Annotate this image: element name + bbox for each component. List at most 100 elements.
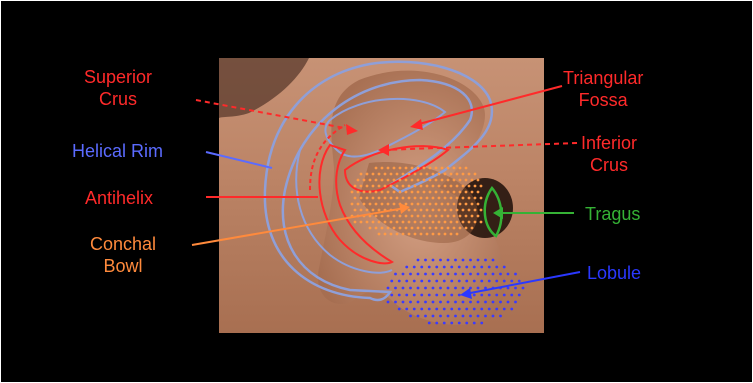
lobule-dot (477, 301, 480, 304)
lobule-dot (402, 301, 405, 304)
conchal-bowl-dot (399, 227, 402, 230)
conchal-bowl-dot (477, 203, 480, 206)
conchal-bowl-dot (441, 215, 444, 218)
conchal-bowl-dot (369, 203, 372, 206)
conchal-bowl-dot (456, 221, 459, 224)
conchal-bowl-dot (420, 233, 423, 236)
conchal-bowl-dot (387, 203, 390, 206)
conchal-bowl-dot (459, 179, 462, 182)
conchal-bowl-dot (438, 221, 441, 224)
conchal-bowl-dot (384, 173, 387, 176)
conchal-bowl-dot (390, 233, 393, 236)
conchal-bowl-dot (405, 227, 408, 230)
lobule-dot (514, 301, 517, 304)
lobule-dot (514, 273, 517, 276)
conchal-bowl-dot (450, 173, 453, 176)
conchal-bowl-dot (357, 203, 360, 206)
lobule-dot (417, 273, 420, 276)
conchal-bowl-dot (432, 233, 435, 236)
conchal-bowl-dot (444, 173, 447, 176)
lobule-dot (443, 294, 446, 297)
lobule-dot (409, 301, 412, 304)
lobule-dot (447, 273, 450, 276)
conchal-bowl-dot (477, 179, 480, 182)
conchal-bowl-dot (471, 179, 474, 182)
lobule-dot (447, 287, 450, 290)
lobule-dot (424, 287, 427, 290)
conchal-bowl-dot (480, 209, 483, 212)
lobule-dot (420, 294, 423, 297)
conchal-bowl-dot (405, 215, 408, 218)
conchal-bowl-dot (438, 197, 441, 200)
lobule-dot (417, 287, 420, 290)
lobule-dot (387, 287, 390, 290)
conchal-bowl-dot (396, 221, 399, 224)
conchal-bowl-dot (453, 179, 456, 182)
lobule-dot (484, 301, 487, 304)
conchal-bowl-dot (402, 233, 405, 236)
conchal-bowl-dot (414, 221, 417, 224)
conchal-bowl-dot (369, 227, 372, 230)
lobule-dot (424, 259, 427, 262)
conchal-bowl-dot (354, 209, 357, 212)
lobule-dot (462, 259, 465, 262)
superior-crus-leader (196, 100, 355, 130)
conchal-bowl-dot (420, 221, 423, 224)
conchal-bowl-dot (420, 209, 423, 212)
conchal-bowl-dot (432, 221, 435, 224)
helical-rim-outline (265, 62, 492, 300)
label-conchal-bowl: Conchal Bowl (90, 233, 156, 277)
lobule-dot (398, 280, 401, 283)
conchal-bowl-dot (456, 233, 459, 236)
lobule-dot (473, 266, 476, 269)
conchal-bowl-dot (372, 173, 375, 176)
conchal-bowl-dot (474, 221, 477, 224)
lobule-dot (462, 287, 465, 290)
conchal-bowl-dot (354, 197, 357, 200)
conchal-bowl-dot (414, 233, 417, 236)
conchal-bowl-dot (435, 227, 438, 230)
conchal-bowl-dot (456, 209, 459, 212)
conchal-bowl-dot (420, 173, 423, 176)
conchal-bowl-dot (426, 173, 429, 176)
conchal-bowl-dot (423, 191, 426, 194)
lobule-dot (447, 315, 450, 318)
conchal-bowl-dot (393, 203, 396, 206)
conchal-bowl-dot (450, 197, 453, 200)
conchal-bowl-dot (408, 173, 411, 176)
conchal-bowl-dot (414, 173, 417, 176)
conchal-bowl-dot (402, 221, 405, 224)
conchal-bowl-dot (372, 197, 375, 200)
lobule-dot (495, 266, 498, 269)
lobule-dot (424, 301, 427, 304)
lobule-dot (480, 308, 483, 311)
conchal-bowl-dot (444, 233, 447, 236)
lobule-dot (469, 259, 472, 262)
conchal-bowl-dot (408, 233, 411, 236)
conchal-bowl-dot (402, 173, 405, 176)
label-inferior-crus-line2: Crus (581, 154, 637, 176)
lobule-dot (492, 301, 495, 304)
label-tragus: Tragus (585, 203, 640, 225)
lobule-dot (492, 259, 495, 262)
conchal-bowl-dot (390, 173, 393, 176)
lobule-dot (507, 301, 510, 304)
conchal-bowl-dot (462, 209, 465, 212)
lobule-dot (413, 294, 416, 297)
conchal-bowl-dot (399, 167, 402, 170)
conchal-bowl-dot (393, 179, 396, 182)
lobule-dots (387, 259, 525, 325)
lobule-dot (439, 273, 442, 276)
lobule-dot (424, 273, 427, 276)
conchal-bowl-dot (360, 173, 363, 176)
lobule-dot (394, 287, 397, 290)
conchal-bowl-dot (369, 191, 372, 194)
conchal-bowl-dot (435, 215, 438, 218)
conchal-bowl-dot (402, 197, 405, 200)
conchal-bowl-dot (360, 221, 363, 224)
conchal-bowl-dot (417, 215, 420, 218)
lobule-dot (417, 259, 420, 262)
conchal-bowl-dot (393, 215, 396, 218)
label-antihelix: Antihelix (85, 187, 153, 209)
